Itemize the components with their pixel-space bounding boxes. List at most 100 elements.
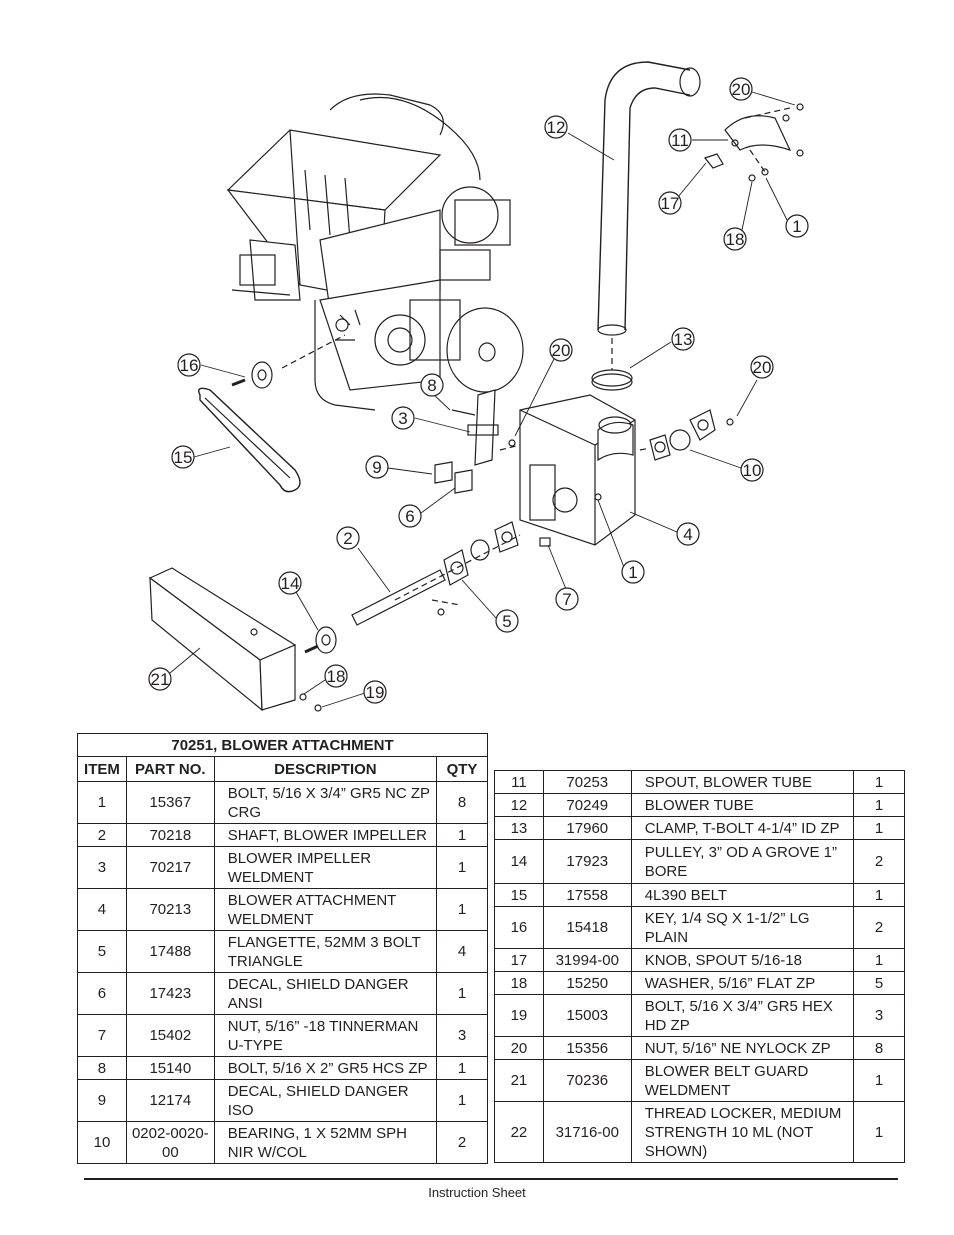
description-cell: BLOWER ATTACHMENT WELDMENT [213, 888, 438, 931]
qty-cell: 1 [436, 846, 488, 889]
description-cell: BOLT, 5/16 X 3/4” GR5 HEX HD ZP [630, 994, 855, 1037]
callout-10: 10 [743, 461, 762, 480]
item-cell: 8 [77, 1056, 127, 1080]
part-no-cell: 70217 [125, 846, 215, 889]
description-cell: FLANGETTE, 52MM 3 BOLT TRIANGLE [213, 930, 438, 973]
part-no-cell: 70213 [125, 888, 215, 931]
callout-20: 20 [732, 80, 751, 99]
item-cell: 6 [77, 972, 127, 1015]
qty-cell: 1 [436, 1056, 488, 1080]
blower-tube-part [597, 61, 691, 331]
header-part-no: PART NO. [125, 756, 215, 782]
callout-6: 6 [405, 507, 414, 526]
part-no-cell: 17558 [542, 883, 632, 907]
description-cell: BLOWER TUBE [630, 793, 855, 817]
qty-cell: 1 [853, 1059, 905, 1102]
callout-11: 11 [671, 131, 689, 150]
clamp-part [591, 369, 633, 387]
item-cell: 14 [494, 839, 544, 884]
callout-14: 14 [281, 574, 300, 593]
part-no-cell: 17960 [542, 816, 632, 840]
blower-housing-part [519, 394, 636, 546]
item-cell: 16 [494, 906, 544, 949]
item-cell: 11 [494, 770, 544, 794]
part-no-cell: 31994-00 [542, 948, 632, 972]
description-cell: KNOB, SPOUT 5/16-18 [630, 948, 855, 972]
callout-19: 19 [366, 683, 385, 702]
callout-2: 2 [343, 529, 352, 548]
item-cell: 20 [494, 1036, 544, 1060]
belt-part [198, 387, 301, 493]
callout-20: 20 [552, 341, 571, 360]
part-no-cell: 15367 [125, 781, 215, 824]
item-cell: 12 [494, 793, 544, 817]
item-cell: 3 [77, 846, 127, 889]
part-no-cell: 15418 [542, 906, 632, 949]
part-no-cell: 15250 [542, 971, 632, 995]
description-cell: 4L390 BELT [630, 883, 855, 907]
description-cell: BLOWER IMPELLER WELDMENT [213, 846, 438, 889]
item-cell: 9 [77, 1079, 127, 1122]
qty-cell: 3 [853, 994, 905, 1037]
item-cell: 15 [494, 883, 544, 907]
description-cell: DECAL, SHIELD DANGER ANSI [213, 972, 438, 1015]
description-cell: BEARING, 1 X 52MM SPH NIR W/COL [213, 1121, 438, 1164]
item-cell: 17 [494, 948, 544, 972]
description-cell: PULLEY, 3” OD A GROVE 1” BORE [630, 839, 855, 884]
callout-20: 20 [753, 358, 772, 377]
qty-cell: 4 [436, 930, 488, 973]
part-no-cell: 70218 [125, 823, 215, 847]
part-no-cell: 15402 [125, 1014, 215, 1057]
description-cell: NUT, 5/16” NE NYLOCK ZP [630, 1036, 855, 1060]
table-title-row: 70251, BLOWER ATTACHMENT [77, 733, 488, 757]
description-cell: DECAL, SHIELD DANGER ISO [213, 1079, 438, 1122]
description-cell: THREAD LOCKER, MEDIUM STRENGTH 10 ML (NO… [630, 1101, 855, 1163]
qty-cell: 1 [436, 888, 488, 931]
item-cell: 5 [77, 930, 127, 973]
part-no-cell: 70253 [542, 770, 632, 794]
pulley-part [315, 626, 337, 654]
qty-cell: 1 [853, 948, 905, 972]
item-cell: 2 [77, 823, 127, 847]
qty-cell: 1 [853, 793, 905, 817]
description-cell: SHAFT, BLOWER IMPELLER [213, 823, 438, 847]
callout-5: 5 [502, 612, 511, 631]
header-qty: QTY [436, 756, 488, 782]
table-header-row: ITEM PART NO. DESCRIPTION QTY [77, 756, 488, 782]
item-cell: 7 [77, 1014, 127, 1057]
item-cell: 1 [77, 781, 127, 824]
description-cell: BOLT, 5/16 X 2” GR5 HCS ZP [213, 1056, 438, 1080]
qty-cell: 1 [853, 816, 905, 840]
callout-9: 9 [372, 458, 381, 477]
qty-cell: 1 [853, 770, 905, 794]
part-no-cell: 15356 [542, 1036, 632, 1060]
callout-8: 8 [427, 376, 436, 395]
table-title: 70251, BLOWER ATTACHMENT [77, 733, 488, 757]
part-no-cell: 70236 [542, 1059, 632, 1102]
item-cell: 18 [494, 971, 544, 995]
part-no-cell: 70249 [542, 793, 632, 817]
qty-cell: 2 [853, 839, 905, 884]
part-no-cell: 15003 [542, 994, 632, 1037]
footer-divider [84, 1178, 898, 1180]
